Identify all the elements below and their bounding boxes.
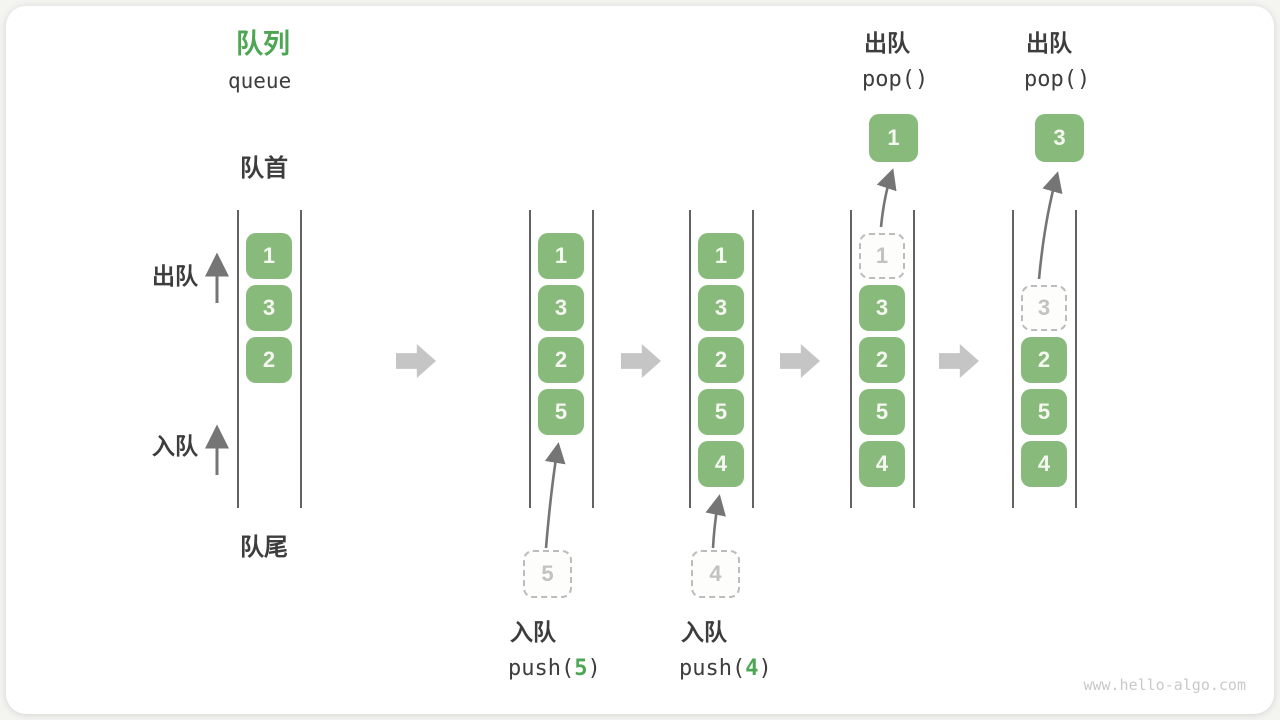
queue-item: 2 <box>538 337 584 383</box>
queue-item: 5 <box>859 389 905 435</box>
enqueue-side-label: 入队 <box>152 433 198 459</box>
queue-item: 4 <box>698 441 744 487</box>
push-operation-code: push(5) <box>508 656 601 681</box>
queue-item: 3 <box>246 285 292 331</box>
queue-item: 2 <box>698 337 744 383</box>
queue-item-ghost: 3 <box>1021 285 1067 331</box>
pop-operation-label: 出队 <box>1026 30 1072 56</box>
diagram-subtitle: queue <box>228 69 292 93</box>
queue-rear-label: 队尾 <box>240 534 288 561</box>
queue-item: 5 <box>538 389 584 435</box>
queue-item: 3 <box>538 285 584 331</box>
queue-item: 5 <box>1021 389 1067 435</box>
queue-item: 4 <box>1021 441 1067 487</box>
queue-front-label: 队首 <box>240 155 288 182</box>
queue-item: 2 <box>1021 337 1067 383</box>
queue-item: 2 <box>246 337 292 383</box>
diagram-title: 队列 <box>236 29 290 59</box>
queue-item: 1 <box>246 233 292 279</box>
push-operation-code: push(4) <box>679 656 772 681</box>
queue-item: 1 <box>538 233 584 279</box>
queue-state-column: 1 3 2 <box>237 210 302 508</box>
pop-operation-code: pop() <box>862 67 929 92</box>
pop-operation-code: pop() <box>1024 67 1091 92</box>
incoming-item-ghost: 5 <box>523 550 572 598</box>
queue-state-column: 3 2 5 4 <box>1012 210 1077 508</box>
popped-item: 3 <box>1035 114 1084 162</box>
queue-state-column: 1 3 2 5 4 <box>689 210 754 508</box>
queue-state-column: 1 3 2 5 <box>529 210 594 508</box>
popped-item: 1 <box>869 114 918 162</box>
queue-item: 3 <box>698 285 744 331</box>
queue-item: 1 <box>698 233 744 279</box>
queue-item: 2 <box>859 337 905 383</box>
queue-item: 4 <box>859 441 905 487</box>
watermark: www.hello-algo.com <box>1083 676 1246 694</box>
incoming-item-ghost: 4 <box>691 550 740 598</box>
queue-item-ghost: 1 <box>859 233 905 279</box>
queue-item: 5 <box>698 389 744 435</box>
push-operation-label: 入队 <box>681 619 727 645</box>
push-operation-label: 入队 <box>510 619 556 645</box>
queue-state-column: 1 3 2 5 4 <box>850 210 915 508</box>
push-argument: 4 <box>745 656 759 681</box>
queue-item: 3 <box>859 285 905 331</box>
push-argument: 5 <box>574 656 588 681</box>
dequeue-side-label: 出队 <box>152 263 198 289</box>
pop-operation-label: 出队 <box>864 30 910 56</box>
